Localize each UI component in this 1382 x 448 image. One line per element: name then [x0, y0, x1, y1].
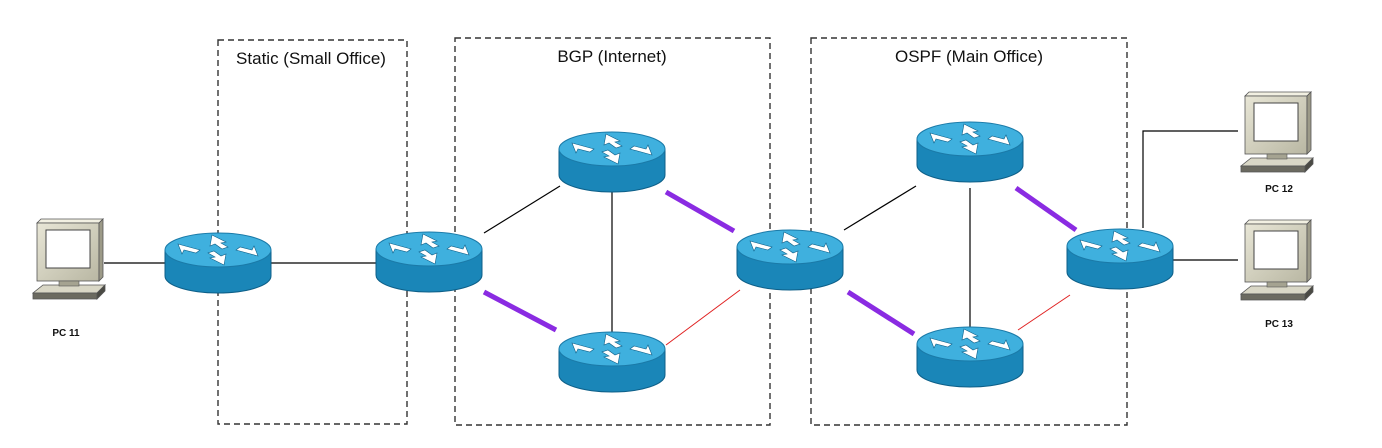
link-r2-bgp-bottom[interactable]	[482, 289, 558, 333]
router-bgp-bottom[interactable]	[558, 331, 666, 393]
router-static-edge[interactable]	[164, 232, 272, 294]
zone-label-static: Static (Small Office)	[236, 49, 386, 68]
link-ospf-top-edge[interactable]	[1014, 185, 1078, 233]
pc-13-icon[interactable]	[1240, 219, 1314, 301]
router-ospf-top[interactable]	[916, 121, 1024, 183]
pc-12-label: PC 12	[1265, 184, 1293, 195]
link-bgp-top-mid[interactable]	[664, 189, 736, 234]
link-mid-ospf-bottom[interactable]	[846, 289, 916, 337]
pc-11-icon[interactable]	[32, 218, 106, 300]
router-bgp-ospf-border[interactable]	[736, 229, 844, 291]
link-edge-pc12	[1142, 130, 1238, 228]
pc-12-icon[interactable]	[1240, 91, 1314, 173]
zone-label-bgp: BGP (Internet)	[557, 47, 666, 66]
router-ospf-bottom[interactable]	[916, 326, 1024, 388]
link-r2-bgp-top	[483, 185, 561, 234]
link-bgp-bottom-mid	[665, 289, 741, 346]
pc-11-label: PC 11	[52, 328, 80, 339]
zone-bgp	[454, 37, 771, 426]
router-bgp-top[interactable]	[558, 131, 666, 193]
links	[104, 130, 1238, 346]
zone-static	[217, 39, 408, 425]
link-ospf-bottom-edge	[1017, 294, 1071, 331]
zone-label-ospf: OSPF (Main Office)	[895, 47, 1043, 66]
router-static-border[interactable]	[375, 231, 483, 293]
link-mid-ospf-top	[843, 185, 917, 231]
router-ospf-edge[interactable]	[1066, 228, 1174, 290]
pc-13-label: PC 13	[1265, 319, 1293, 330]
